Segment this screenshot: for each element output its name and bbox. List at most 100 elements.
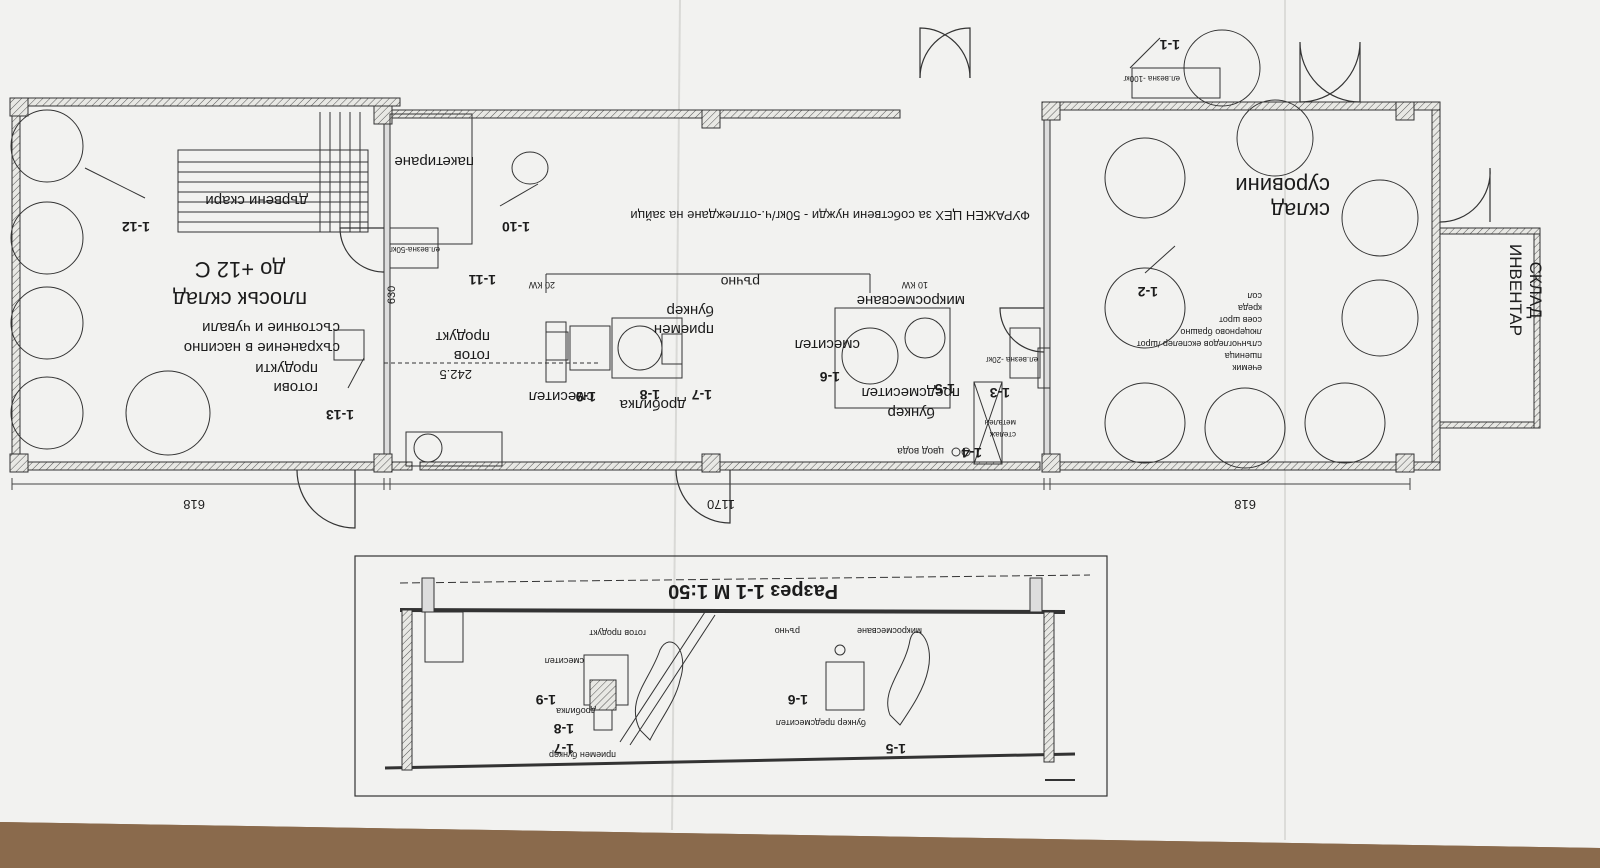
dimension-chain	[11, 478, 1411, 490]
dimension-left: 618	[183, 497, 205, 512]
dim-door-label: 630	[386, 286, 398, 304]
wall-divider	[383, 105, 391, 463]
storage-bag	[10, 286, 84, 360]
tag-1-3: 1-3	[990, 385, 1010, 401]
raw-bag	[1104, 382, 1186, 464]
section-wall	[401, 609, 413, 771]
doors	[296, 27, 1491, 529]
section-wall	[1029, 577, 1043, 613]
water-tap	[951, 447, 961, 457]
scale-50-label: ел.везна-50кг	[390, 245, 440, 254]
raw-storage-title: суровини	[1235, 173, 1330, 198]
scale-50	[389, 227, 439, 269]
section-roof	[399, 574, 1091, 584]
storage-bag	[10, 201, 84, 275]
ingredient: люцерново брашно	[1180, 327, 1262, 337]
cold-storage-zone	[10, 109, 369, 456]
section-label-manual: ръчно	[775, 626, 800, 636]
section-tag: 1-8	[554, 721, 574, 737]
premix-hopper	[841, 327, 899, 385]
receiving-hopper-label: приемен	[654, 321, 714, 338]
wall-cold-storage	[11, 97, 401, 107]
section-tag: 1-5	[886, 741, 906, 757]
scale-100-label: ел.везна -100кг	[1123, 74, 1180, 83]
tag-1-13: 1-13	[326, 407, 354, 423]
columns	[9, 97, 1415, 473]
inventory-title: СКЛАД	[1526, 262, 1545, 319]
receiving-hopper	[545, 321, 567, 383]
section-label-crusher: дробилка	[556, 706, 596, 716]
shelf-label: метален	[985, 418, 1016, 427]
metal-shelf	[973, 381, 1003, 465]
wall-inventory	[1533, 227, 1541, 429]
dimension-middle: 1170	[707, 497, 735, 512]
scale-20	[1009, 327, 1041, 379]
workshop-title: ФУРАЖЕН ЦЕХ за собствени нужди - 50кг/ч.…	[630, 208, 1030, 223]
section-tag: 1-7	[554, 741, 574, 757]
tag-1-12: 1-12	[122, 219, 150, 235]
raw-storage-zone	[1037, 29, 1419, 469]
raw-bag	[1204, 387, 1286, 469]
section-mixer-symbol	[834, 644, 846, 656]
tag-1-1: 1-1	[1160, 37, 1180, 53]
electric-panel	[333, 329, 365, 361]
raw-bag	[1304, 382, 1386, 464]
workshop-zone	[384, 113, 1041, 467]
raw-storage-title: склад	[1271, 198, 1330, 223]
inventory-title: ИНВЕНТАР	[1506, 244, 1525, 336]
cold-storage-title: до +12 С	[195, 257, 286, 282]
micro-mixer	[834, 307, 951, 409]
section-label-micro: микросмесване	[857, 626, 922, 636]
section-micromixer	[825, 661, 865, 711]
ready-product-label: готов	[454, 347, 490, 364]
tag-1-7: 1-7	[692, 387, 712, 403]
power-10-label: 10 КW	[901, 280, 928, 290]
wall-raw-storage	[1049, 461, 1441, 471]
raw-bag	[1341, 179, 1419, 257]
receiving-hopper-label: бункер	[667, 302, 714, 319]
manual-label: ръчно	[720, 274, 760, 290]
packing-table	[389, 113, 473, 245]
tag-1-6: 1-6	[820, 369, 840, 385]
tag-1-2: 1-2	[1138, 284, 1158, 300]
tag-1-5: 1-5	[935, 381, 955, 397]
plan-labels: плоськ склад до +12 С готови продукти съ…	[122, 37, 1545, 512]
section-ceiling	[399, 608, 1066, 614]
section-cabinet	[424, 611, 464, 663]
storage-bag	[125, 370, 211, 456]
tag-1-4: 1-4	[962, 445, 982, 461]
wall-inventory	[1439, 227, 1541, 235]
section-person	[634, 641, 684, 741]
wall-cold-storage	[11, 99, 21, 471]
scale-100	[1131, 67, 1221, 99]
mixer-frame	[661, 333, 683, 365]
wall-workshop	[419, 461, 1041, 471]
wall-raw-storage	[1431, 105, 1441, 463]
wall-cold-storage	[11, 461, 413, 471]
section-title: Разрез 1-1 М 1:50	[668, 580, 838, 602]
raw-shelf	[1037, 347, 1051, 389]
raw-bag	[1104, 267, 1186, 349]
wall-inventory	[1439, 421, 1541, 429]
packing-label: пакетиране	[394, 153, 474, 170]
ingredient: ечемик	[1232, 363, 1262, 373]
ingredient: соев шрот	[1219, 315, 1262, 325]
cold-storage-note: съхранение в насипно	[184, 339, 340, 356]
raw-bag	[1341, 279, 1419, 357]
storage-bag	[10, 109, 84, 183]
tag-1-10: 1-10	[502, 219, 530, 235]
power-20-label: 20 КW	[528, 280, 555, 290]
section-tag: 1-6	[788, 692, 808, 708]
equipment-tags: 1-1 1-2 1-3 1-4 1-5 1-6 1-7 1-8 1-9 1-10…	[122, 37, 1180, 461]
cold-storage-note: състояние и чували	[202, 319, 340, 336]
floor-plan	[9, 27, 1541, 529]
section-label-mixer: смесител	[545, 656, 584, 666]
ingredient: креда	[1238, 303, 1262, 313]
tag-1-8: 1-8	[640, 387, 660, 403]
ingredient: сол	[1247, 291, 1262, 301]
water-tap	[961, 447, 971, 457]
section-label-receiving: приемен бункер	[549, 750, 616, 760]
mixer-label-2: смесител	[795, 336, 860, 353]
wooden-rack	[177, 112, 369, 233]
section-tag: 1-9	[536, 692, 556, 708]
